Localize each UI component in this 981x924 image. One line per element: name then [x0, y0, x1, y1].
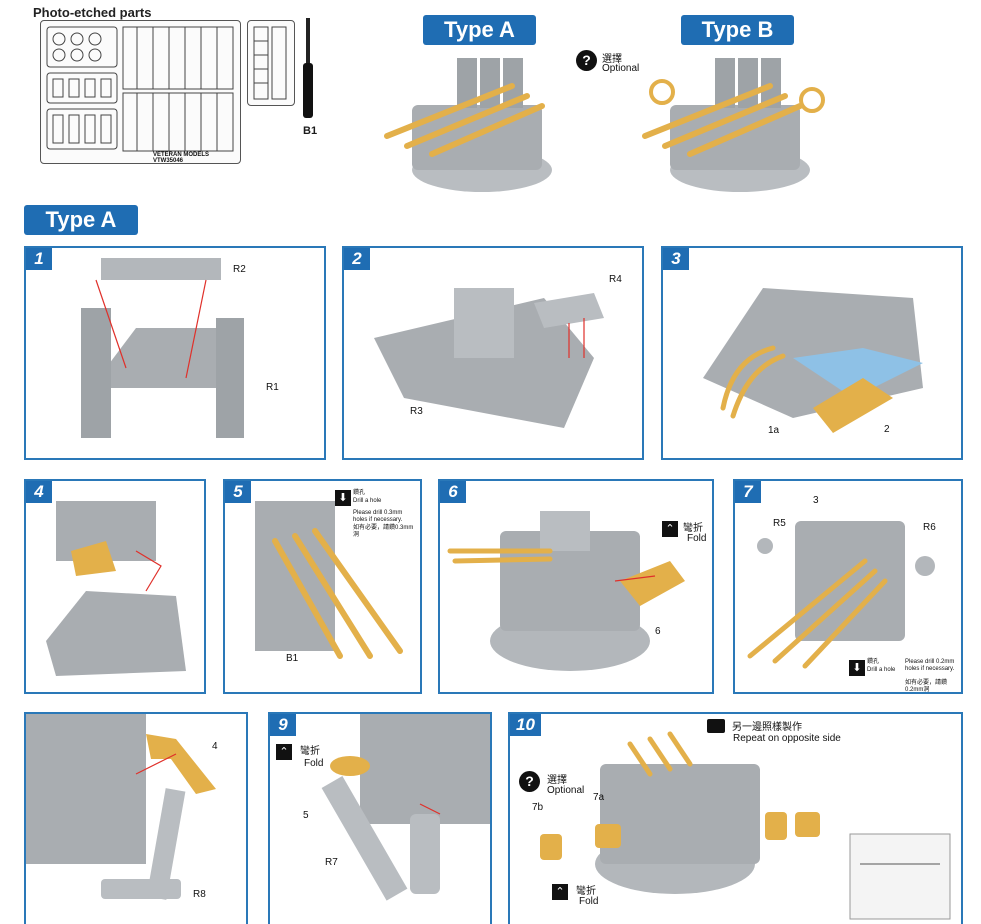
step-10-label-7b: 7b [532, 802, 544, 813]
step-3-label-1a: 1a [768, 425, 780, 436]
step-10-repeat-en: Repeat on opposite side [733, 733, 841, 744]
step-7-frame: 7 R5 3 R6 ⬇ 鑽孔 Drill a hole Please drill… [733, 479, 963, 694]
step-5-illustration [255, 501, 403, 659]
step-10-label-7a: 7a [593, 792, 605, 803]
step-5-drill-en: Drill a hole [353, 498, 382, 504]
step-4-number: 4 [26, 481, 52, 503]
step-9-fold-en: Fold [304, 758, 324, 769]
step-7-drill-icon: ⬇ [849, 660, 865, 676]
step-7-label-3: 3 [813, 495, 819, 506]
step-5-drill-note-cn: 如有必要，請鑽0.3mm洞 [353, 525, 414, 538]
step-2-label-r3: R3 [410, 406, 423, 417]
fret-parts-illustration [46, 26, 234, 152]
step-10-fold-icon: ⌃ [552, 884, 568, 900]
step-7-drill-note-en: Please drill 0.2mm holes if necessary. [905, 659, 955, 672]
step-7-number: 7 [735, 481, 761, 503]
step-9-number: 9 [270, 714, 296, 736]
step-1-frame: 1 R2 R1 [24, 246, 326, 460]
step-5-drill-note-en: Please drill 0.3mm holes if necessary. [353, 510, 403, 523]
step-3-number: 3 [663, 248, 689, 270]
step-5-number: 5 [225, 481, 251, 503]
step-4-frame: 4 [24, 479, 206, 694]
step-7-illustration [747, 521, 935, 669]
step-3-frame: 3 1a 2 [661, 246, 963, 460]
photo-etched-title: Photo-etched parts [33, 5, 152, 20]
step-9-label-r7: R7 [325, 857, 338, 868]
step-5-drill-cn: 鑽孔 [353, 490, 366, 496]
b1-part-label: B1 [303, 125, 318, 137]
step-9-fold-cn: 彎折 [300, 746, 320, 757]
step-6-fold-en: Fold [687, 533, 707, 544]
optional-question-icon: ? [576, 50, 597, 71]
step-1-illustration [81, 258, 244, 438]
fret-brand-text: VETERAN MODELS VTW35046 [153, 152, 210, 164]
step-1-label-r1: R1 [266, 382, 279, 393]
step-8-label-4: 4 [212, 741, 218, 752]
step-7-drill-en: Drill a hole [867, 667, 896, 673]
type-a-model-illustration [384, 58, 552, 192]
fret-small-illustration [253, 26, 287, 100]
optional-label-cn: 選擇 [602, 54, 622, 65]
step-9-label-5: 5 [303, 810, 309, 821]
step-3-illustration [703, 288, 923, 433]
section-type-a-badge: Type A [24, 205, 138, 235]
step-10-optional-cn: 選擇 [547, 775, 567, 786]
step-7-label-r6: R6 [923, 522, 936, 533]
step-7-drill-cn: 鑽孔 [867, 659, 880, 665]
type-b-badge: Type B [681, 15, 794, 45]
step-10-number: 10 [510, 714, 541, 736]
step-1-number: 1 [26, 248, 52, 270]
step-8-illustration [26, 714, 216, 900]
step-6-fold-icon: ⌃ [662, 521, 678, 537]
step-10-fold-en: Fold [579, 896, 599, 907]
step-4-illustration [46, 501, 186, 676]
step-2-number: 2 [344, 248, 370, 270]
step-8-frame: 8 4 R8 [24, 712, 248, 924]
step-8-label-r8: R8 [193, 889, 206, 900]
step-2-label-r4: R4 [609, 274, 622, 285]
step-9-illustration [321, 714, 490, 901]
step-7-drill-note-cn: 如有必要，請鑽0.2mm洞 [905, 680, 948, 693]
step-10-repeat-cn: 另一邊照樣製作 [732, 722, 802, 733]
step-6-frame: 6 ⌃ 彎折 Fold 6 [438, 479, 714, 694]
step-10-optional-icon: ? [519, 771, 540, 792]
step-6-label-6: 6 [655, 626, 661, 637]
photo-etched-fret: VETERAN MODELS VTW35046 [40, 20, 241, 164]
step-7-label-r5: R5 [773, 518, 786, 529]
step-10-repeat-icon [707, 719, 725, 733]
step-9-fold-icon: ⌃ [276, 744, 292, 760]
step-5-frame: 5 ⬇ 鑽孔 Drill a hole Please drill 0.3mm h… [223, 479, 422, 694]
photo-etched-fret-small [247, 20, 295, 106]
step-10-fold-cn: 彎折 [576, 886, 596, 897]
step-1-label-r2: R2 [233, 264, 246, 275]
type-b-model-illustration [642, 58, 825, 192]
step-10-optional-en: Optional [547, 785, 585, 796]
step-6-number: 6 [440, 481, 466, 503]
step-10-illustration [540, 731, 951, 920]
step-6-fold-cn: 彎折 [683, 523, 703, 534]
optional-label-en: Optional [602, 63, 640, 74]
step-3-label-2: 2 [884, 424, 890, 435]
step-9-frame: 9 ⌃ 彎折 Fold 5 R7 [268, 712, 492, 924]
step-2-frame: 2 R4 R3 [342, 246, 644, 460]
step-2-illustration [374, 288, 604, 428]
step-6-illustration [447, 511, 685, 671]
type-a-badge: Type A [423, 15, 536, 45]
step-10-frame: 10 ? 選擇 Optional 7b 7a 另一邊照樣製作 Repeat on… [508, 712, 963, 924]
b1-barrel-part [303, 18, 313, 118]
step-5-drill-icon: ⬇ [335, 490, 351, 506]
step-5-label-b1: B1 [286, 653, 299, 664]
